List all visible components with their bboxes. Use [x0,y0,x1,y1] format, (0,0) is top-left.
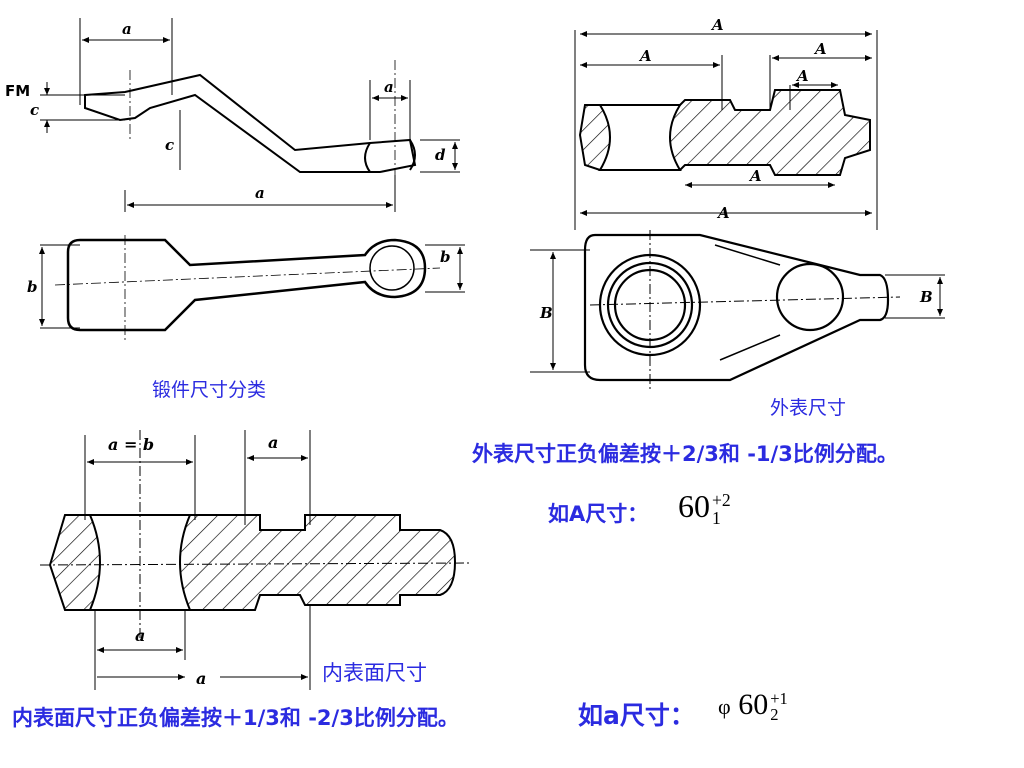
inner-example-base: 60 [738,688,769,721]
inner-dim-caption: 内表面尺寸 [322,661,427,685]
lever-top-view [39,235,465,340]
phi-symbol: φ [718,694,731,719]
inner-rule-text: 内表面尺寸正负偏差按＋1/3和 -2/3比例分配。 [12,706,459,730]
dim-label-d: d [435,146,446,164]
outer-example-prefix: 如A尺寸： [548,502,649,526]
outer-example-lower: 1 [712,507,721,528]
forging-dim-class-caption: 锻件尺寸分类 [152,379,267,401]
dim-label-b-left: b [27,278,38,296]
outer-example-upper: +2 [712,490,731,511]
fm-label: FM [5,82,30,100]
dim-label-A-lower: A [748,167,762,185]
dim-label-A-overall: A [710,16,724,34]
inner-section-view [39,430,471,690]
dim-label-a-right: a [384,78,394,96]
inner-example-lower: 2 [770,705,779,725]
dim-label-a-top: a [122,20,132,38]
dim-label-a-step: a [268,433,278,452]
dim-label-a-inner: a [196,669,206,688]
dim-label-A-left: A [638,47,652,65]
dim-label-c-left: c [30,101,39,119]
dim-label-a-bore: a [135,626,145,645]
outer-plan-view [530,230,945,390]
lever-side-view [40,18,460,212]
dim-label-A-small: A [795,67,809,85]
dim-label-a-bottom: a [255,184,265,202]
inner-example-prefix: 如a尺寸： [578,701,695,730]
inner-example-upper: +1 [770,688,788,708]
dim-label-A-right: A [813,40,827,58]
dim-label-B-right: B [919,288,933,306]
dim-label-b-right: b [440,248,451,266]
outer-section-view [574,30,878,230]
outer-rule-text: 外表尺寸正负偏差按＋2/3和 -1/3比例分配。 [472,442,898,466]
outer-example-base: 60 [678,488,710,524]
dim-label-a-eq-b: a = b [108,435,154,454]
dim-label-B-left: B [539,304,553,322]
dim-label-A-bottom: A [716,204,730,222]
dim-label-c-mid: c [165,136,174,154]
outer-dim-caption: 外表尺寸 [770,397,847,419]
